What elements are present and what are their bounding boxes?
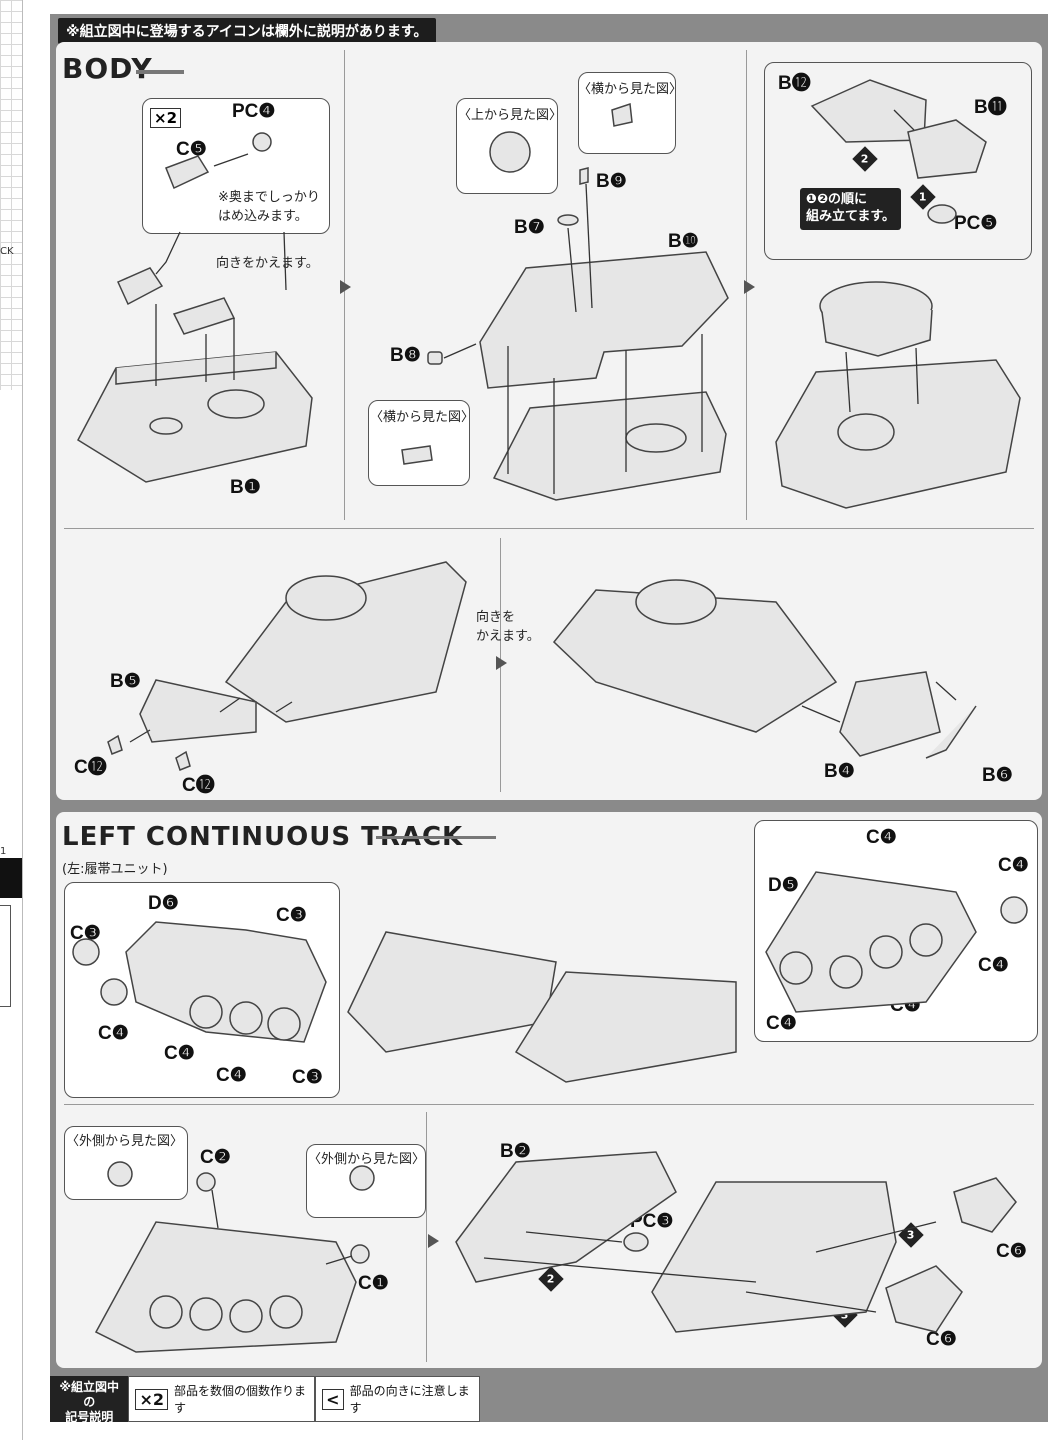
label-c3b: C❸ <box>276 905 307 926</box>
margin-box <box>0 905 11 1007</box>
instruction-page: ※組立図中に登場するアイコンは欄外に説明があります。 BODY ×2 PC❹ C… <box>50 14 1048 1424</box>
legend-heading: ※組立図中の 記号説明 <box>50 1376 129 1424</box>
parts-illustration-step1 <box>77 132 313 483</box>
label-b5: B❺ <box>110 671 141 692</box>
label-c4-r3: C❹ <box>978 955 1009 976</box>
label-b9: B❾ <box>596 171 627 192</box>
label-outer-view-b: 〈外側から見た図〉 <box>308 1152 426 1167</box>
margin-black-tab <box>0 858 22 898</box>
label-b8: B❽ <box>390 345 421 366</box>
track-illustration-bottom <box>94 1151 1017 1353</box>
label-b2: B❷ <box>500 1141 531 1162</box>
track-title-underline <box>376 836 496 839</box>
label-c4a: C❹ <box>98 1023 129 1044</box>
x2-badge: ×2 <box>150 108 182 128</box>
legend-bar: ※組立図中の 記号説明 ×2 部品を数個の個数作ります < 部品の向きに注意しま… <box>50 1376 480 1424</box>
label-c3c: C❸ <box>292 1067 323 1088</box>
divider <box>426 1112 427 1362</box>
grid-pattern <box>0 0 22 390</box>
legend-x2-text: 部品を数個の個数作ります <box>173 1384 306 1415</box>
label-b11: B⓫ <box>974 97 1007 118</box>
step-arrow <box>496 656 507 670</box>
label-pc5: PC❺ <box>954 213 998 234</box>
label-c6b: C❻ <box>926 1329 957 1350</box>
label-c2: C❷ <box>200 1147 231 1168</box>
label-c12a: C⓬ <box>74 757 107 778</box>
icon-note: ※組立図中に登場するアイコンは欄外に説明があります。 <box>58 18 436 44</box>
label-b6: B❻ <box>982 765 1013 786</box>
legend-attention-text: 部品の向きに注意します <box>349 1384 470 1415</box>
label-b4: B❹ <box>824 761 855 782</box>
margin-label-b: 1 <box>0 846 7 857</box>
left-margin-strip: CK 1 <box>0 0 23 1440</box>
order-note: ❶❷の順に 組み立てます。 <box>800 188 902 230</box>
divider <box>64 528 1034 529</box>
label-c6a: C❻ <box>996 1241 1027 1262</box>
label-side-view-b: 〈横から見た図〉 <box>370 410 475 425</box>
track-panel: LEFT CONTINUOUS TRACK (左:履帯ユニット) D❻ C❸ C… <box>56 812 1042 1368</box>
body-title-underline <box>136 70 184 74</box>
label-c3a: C❸ <box>70 923 101 944</box>
label-d5: D❺ <box>768 875 799 896</box>
attention-icon: < <box>322 1388 344 1410</box>
margin-label-a: CK <box>0 246 14 257</box>
note-fit-firmly: ※奥までしっかり はめ込みます。 <box>218 190 320 224</box>
label-d6: D❻ <box>148 893 179 914</box>
label-b1: B❶ <box>230 477 261 498</box>
label-c4-r1: C❹ <box>866 827 897 848</box>
parts-illustration-step2 <box>401 102 729 501</box>
callout-turret <box>764 62 1032 260</box>
legend-x2: ×2 部品を数個の個数作ります <box>128 1376 316 1422</box>
note-turn-2: 向きを かえます。 <box>476 610 540 644</box>
label-c1: C❶ <box>358 1273 389 1294</box>
label-pc4: PC❹ <box>232 101 276 122</box>
label-b7: B❼ <box>514 217 545 238</box>
body-panel: BODY ×2 PC❹ C❺ ※奥までしっかり はめ込みます。 向きをかえます。… <box>56 42 1042 800</box>
label-c5: C❺ <box>176 139 207 160</box>
x2-icon: ×2 <box>135 1388 168 1410</box>
divider <box>64 1104 1034 1105</box>
label-top-view: 〈上から見た図〉 <box>458 108 563 123</box>
step-arrow <box>340 280 351 294</box>
track-subtitle: (左:履帯ユニット) <box>62 862 168 877</box>
track-illustration-top <box>72 871 1028 1083</box>
label-side-view-a: 〈横から見た図〉 <box>578 82 683 97</box>
label-b10: B❿ <box>668 231 699 252</box>
label-c12b: C⓬ <box>182 775 215 796</box>
body-title: BODY <box>62 52 153 85</box>
label-c4b: C❹ <box>164 1043 195 1064</box>
callout-side-view-a <box>578 72 676 154</box>
callout-side-view-b <box>368 400 470 486</box>
step-arrow <box>744 280 755 294</box>
label-c4-r2: C❹ <box>998 855 1029 876</box>
label-c4-r5: C❹ <box>766 1013 797 1034</box>
parts-illustration-step3 <box>775 79 1021 509</box>
label-c4c: C❹ <box>216 1065 247 1086</box>
parts-illustration-step4 <box>107 561 977 771</box>
note-turn: 向きをかえます。 <box>216 256 319 271</box>
label-outer-view-a: 〈外側から見た図〉 <box>66 1134 184 1149</box>
legend-attention: < 部品の向きに注意します <box>315 1376 480 1422</box>
step-arrow <box>428 1234 439 1248</box>
label-b12: B⓬ <box>778 73 811 94</box>
